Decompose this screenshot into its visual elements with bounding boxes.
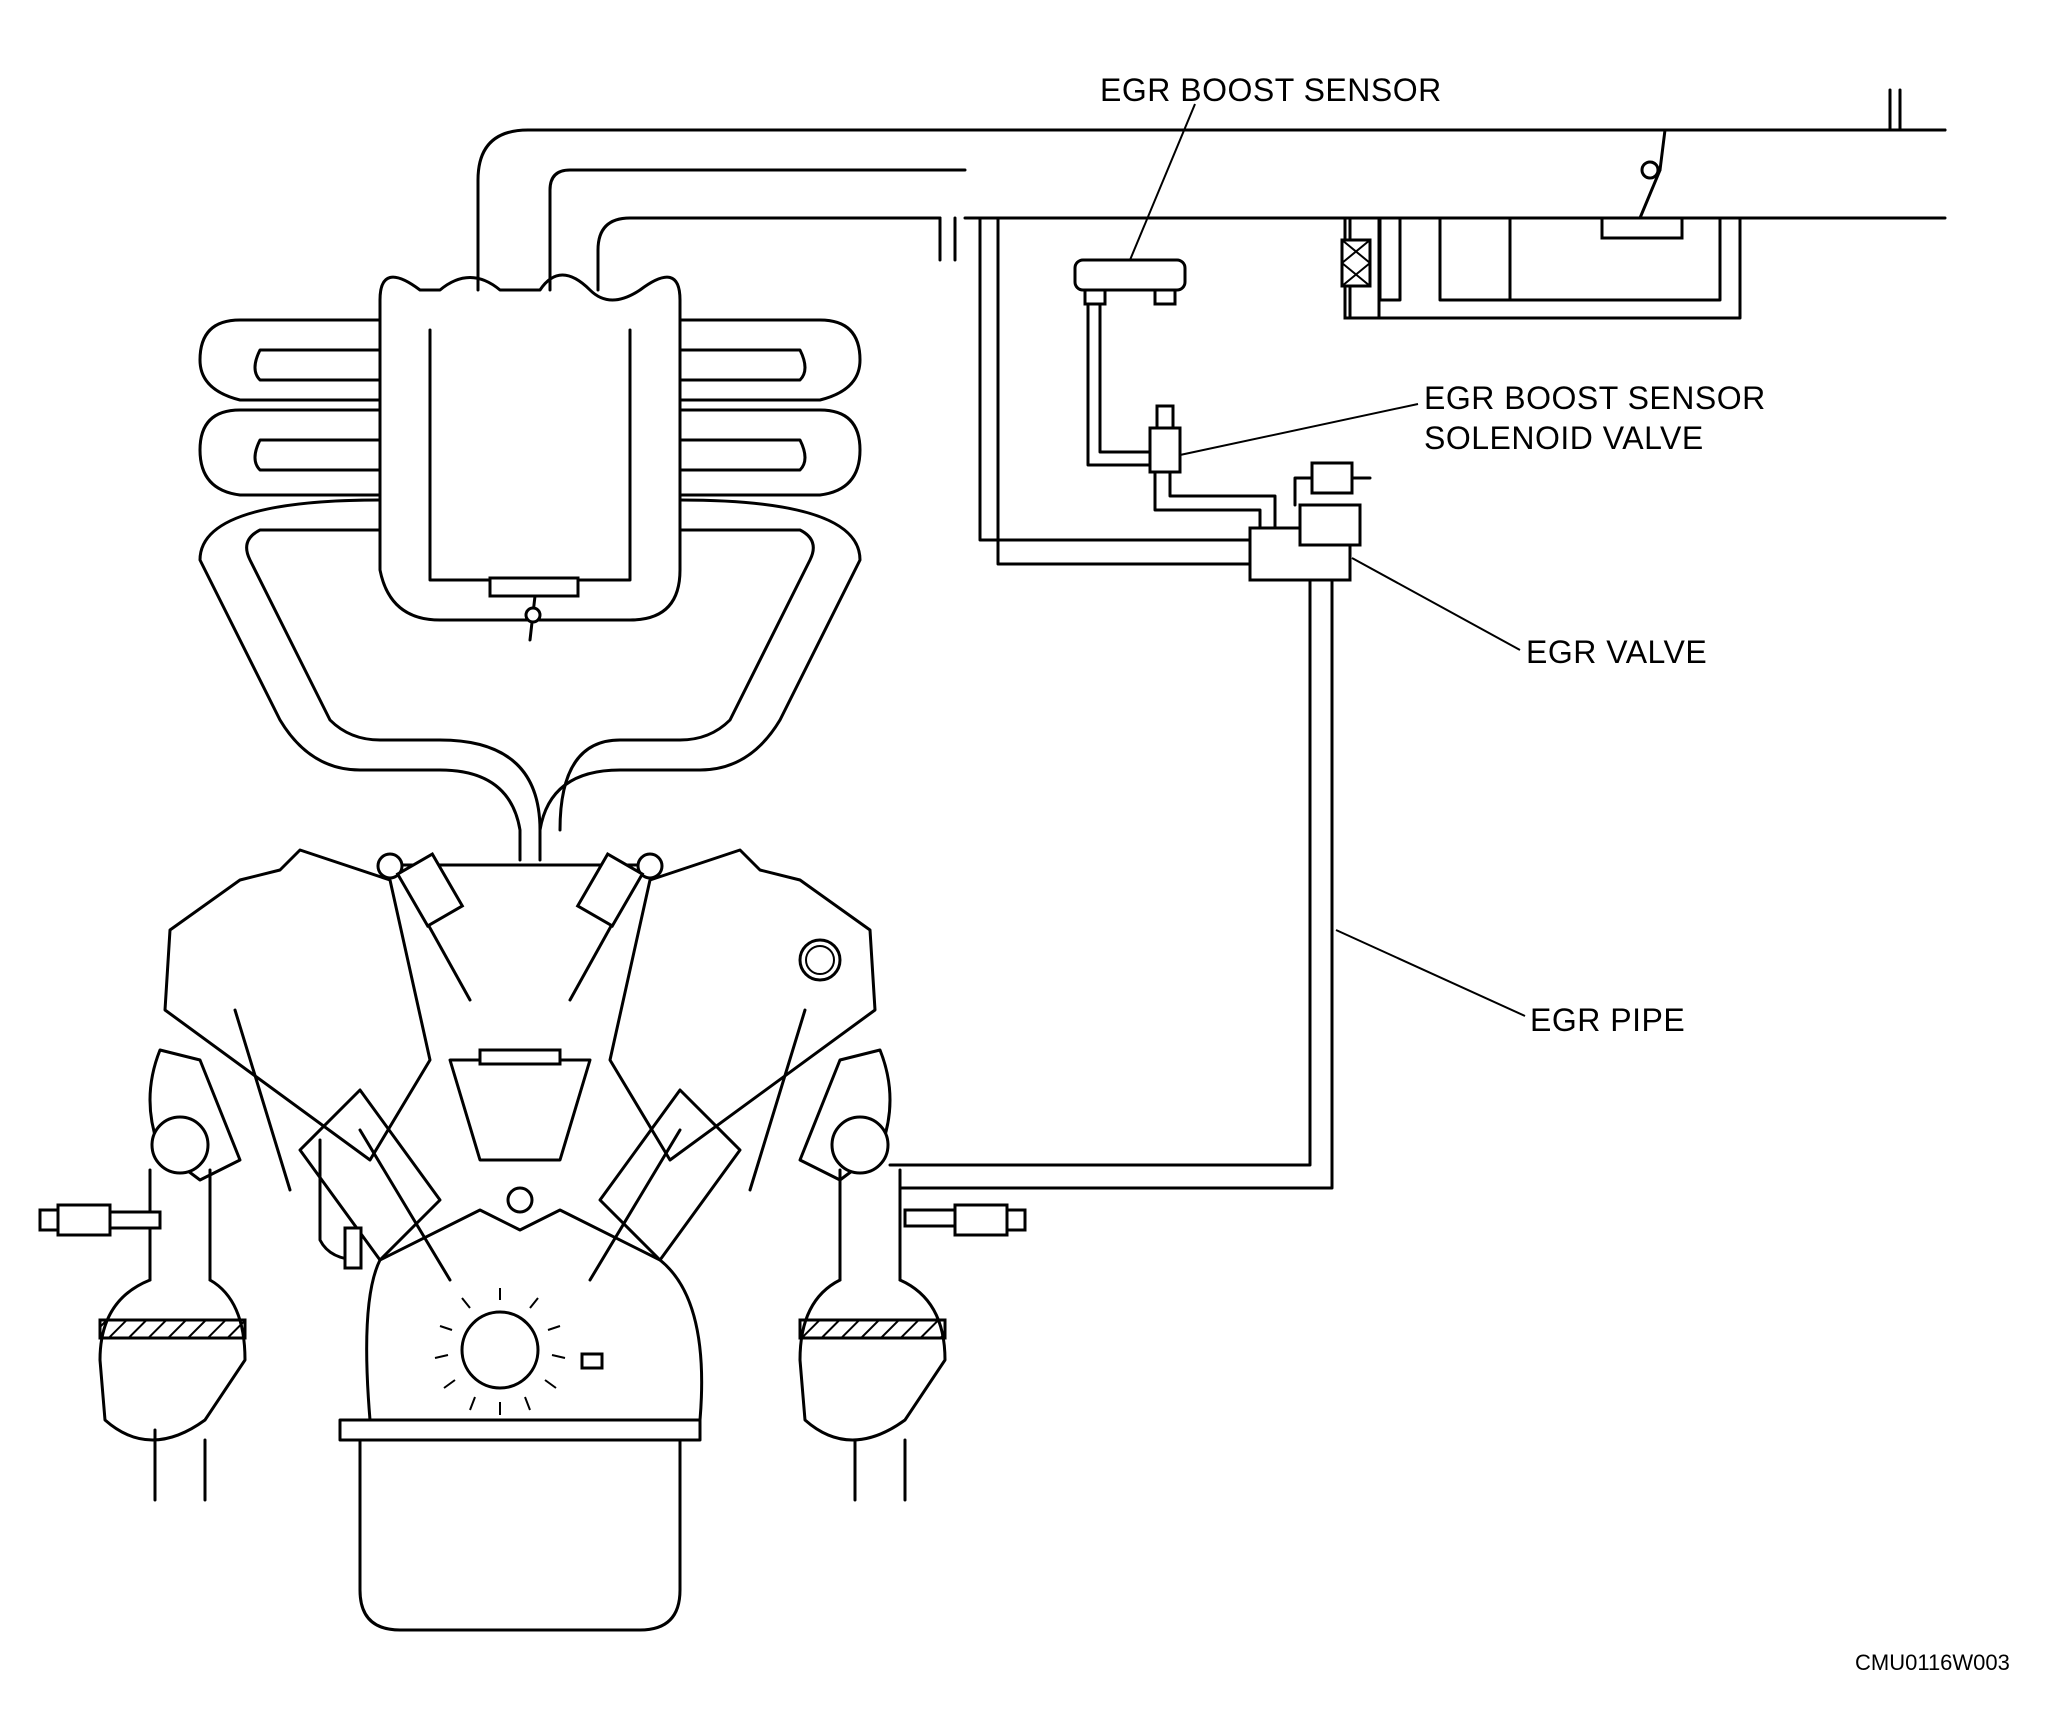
egr-valve [1248, 461, 1372, 582]
leader-lines [1129, 103, 1526, 1017]
engine-block [148, 848, 892, 1632]
solenoid-valve-label-line1: EGR BOOST SENSOR [1424, 380, 1766, 416]
egr-pipe [888, 578, 1334, 1190]
throttle-body [1340, 128, 1742, 320]
intake-plenum [198, 273, 862, 862]
egr-valve-label: EGR VALVE [1526, 634, 1708, 670]
exhaust-catalysts [38, 1168, 1027, 1502]
solenoid-valve-label-line2: SOLENOID VALVE [1424, 420, 1704, 456]
intake-duct [476, 88, 1947, 566]
egr-boost-sensor-solenoid-valve [1148, 404, 1277, 530]
egr-boost-sensor-label: EGR BOOST SENSOR [1100, 72, 1442, 108]
figure-code: CMU0116W003 [1855, 1650, 2010, 1675]
egr-pipe-label: EGR PIPE [1530, 1002, 1686, 1038]
